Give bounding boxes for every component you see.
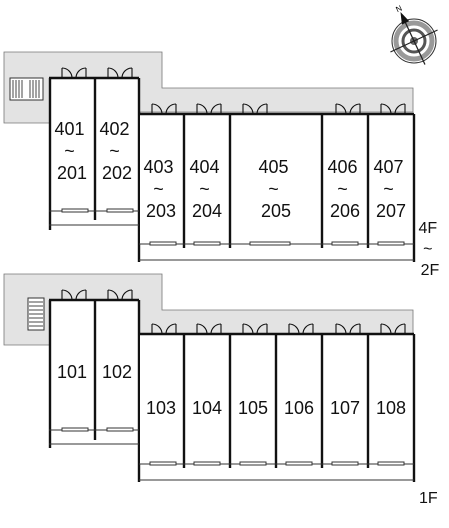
door-icon [335, 323, 361, 335]
door-icon [288, 323, 314, 335]
upper-doors [61, 67, 406, 115]
unit-label: 106 [284, 398, 314, 418]
ground-floor-label: 1F [419, 490, 438, 507]
door-icon [61, 67, 87, 79]
door-icon [151, 323, 177, 335]
unit-label: 402 ~ 202 [99, 119, 134, 183]
unit-label: 103 [146, 398, 176, 418]
door-icon [196, 103, 222, 115]
upper-block: 401 ~ 201 402 ~ 202 403 ~ 203 404 ~ 204 … [3, 51, 441, 279]
unit-label: 404 ~ 204 [189, 157, 224, 221]
north-label: N [394, 3, 403, 14]
unit-label: 108 [376, 398, 406, 418]
unit-label: 105 [238, 398, 268, 418]
door-icon [107, 67, 133, 79]
door-icon [242, 323, 268, 335]
ground-doors [61, 289, 406, 335]
unit-label: 401 ~ 201 [54, 119, 89, 183]
ground-stairs [27, 297, 45, 331]
door-icon [107, 289, 133, 301]
door-icon [335, 103, 361, 115]
compass-icon: N [390, 3, 438, 65]
upper-unit-labels: 401 ~ 201 402 ~ 202 403 ~ 203 404 ~ 204 … [54, 119, 408, 221]
ground-unit-labels: 101 102 103 104 105 106 107 108 [57, 362, 406, 418]
door-icon [380, 103, 406, 115]
unit-label: 403 ~ 203 [143, 157, 178, 221]
unit-label: 406 ~ 206 [327, 157, 362, 221]
ground-block: 101 102 103 104 105 106 107 108 1F [3, 273, 438, 507]
unit-label: 104 [192, 398, 222, 418]
upper-unit-walls [48, 76, 416, 262]
unit-label: 102 [102, 362, 132, 382]
door-icon [196, 323, 222, 335]
unit-label: 405 ~ 205 [258, 157, 293, 221]
door-icon [242, 103, 268, 115]
door-icon [151, 103, 177, 115]
unit-label: 101 [57, 362, 87, 382]
door-icon [380, 323, 406, 335]
unit-label: 107 [330, 398, 360, 418]
ground-unit-walls [48, 298, 416, 482]
upper-stairs [9, 77, 44, 101]
door-icon [61, 289, 87, 301]
unit-label: 407 ~ 207 [373, 157, 408, 221]
upper-floor-label: 4F ~ 2F [418, 220, 441, 279]
